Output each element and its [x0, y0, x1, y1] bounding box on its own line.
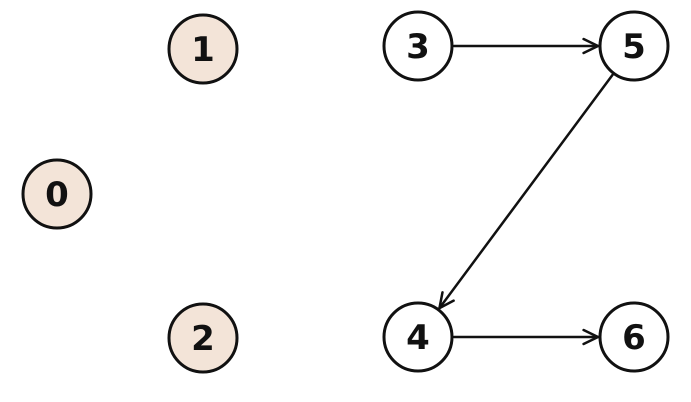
- node-4: 4: [382, 301, 454, 373]
- arrowhead-icon: [582, 328, 600, 346]
- node-circle: [21, 158, 93, 230]
- node-label: 1: [191, 30, 215, 70]
- node-label: 6: [622, 318, 646, 358]
- node-2: 2: [167, 302, 239, 374]
- arrowhead-icon: [438, 291, 455, 310]
- edge-5-to-4: [438, 73, 614, 310]
- node-circle: [167, 302, 239, 374]
- node-label: 3: [406, 27, 430, 67]
- node-6: 6: [598, 301, 670, 373]
- edge-3-to-5: [452, 37, 600, 55]
- edge-line: [438, 73, 614, 310]
- node-label: 2: [191, 319, 215, 359]
- node-label: 0: [45, 175, 69, 215]
- node-circle: [382, 10, 454, 82]
- node-3: 3: [382, 10, 454, 82]
- node-1: 1: [167, 13, 239, 85]
- node-circle: [382, 301, 454, 373]
- node-circle: [598, 10, 670, 82]
- node-circle: [598, 301, 670, 373]
- edges-layer: [438, 37, 614, 346]
- node-label: 4: [406, 318, 430, 358]
- node-circle: [167, 13, 239, 85]
- node-5: 5: [598, 10, 670, 82]
- node-label: 5: [622, 27, 646, 67]
- nodes-layer: 0 1 2 3 4 5 6: [21, 10, 670, 374]
- node-0: 0: [21, 158, 93, 230]
- edge-4-to-6: [452, 328, 600, 346]
- arrowhead-icon: [582, 37, 600, 55]
